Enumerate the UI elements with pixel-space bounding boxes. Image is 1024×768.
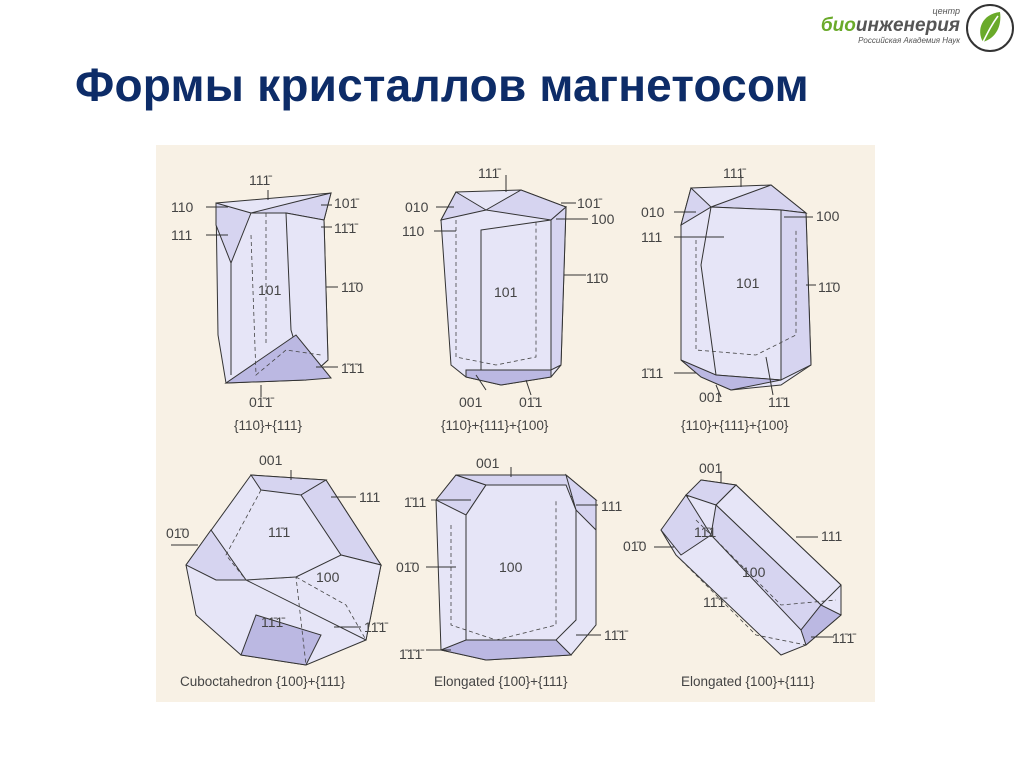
crystal-6-hidden-edges — [675, 554, 807, 646]
slide-title: Формы кристаллов магнетосом — [75, 59, 809, 111]
crystal-4-hidden-edges — [225, 489, 307, 666]
crystal-1 — [206, 190, 338, 397]
crystal-1-face-bottom — [224, 334, 332, 384]
crystal-3-label-l1: 010 — [641, 204, 665, 220]
crystal-2 — [434, 175, 588, 396]
crystal-6-label-top: 001 — [699, 460, 723, 476]
crystal-4-label-r2: 11̄1̄ — [364, 619, 388, 635]
crystal-3-face-bottom — [680, 359, 782, 391]
crystal-6-label-r2: 11̄1̄ — [832, 630, 856, 646]
crystal-1-hidden-edges — [250, 234, 322, 376]
crystal-3-label-l3: 1̄11 — [641, 365, 664, 381]
crystal-6-label-c3: 11̄1̄ — [703, 594, 727, 610]
crystal-3-label-r2: 11̄0 — [818, 279, 841, 295]
crystal-4-label-c1: 11̄1 — [268, 524, 291, 540]
logo-text: центр биоинженерия Российская Академия Н… — [821, 6, 960, 45]
crystal-2-label-center: 101 — [494, 284, 518, 300]
crystal-5-label-l2: 01̄0 — [396, 559, 420, 575]
crystal-6-hidden-edge-2 — [695, 519, 837, 606]
crystal-2-leader — [475, 374, 487, 391]
crystal-1-caption: {110}+{111} — [234, 418, 302, 433]
crystal-1-label-r3: 11̄0 — [341, 279, 364, 295]
logo-eng: инженерия — [855, 15, 960, 36]
crystal-6-label-c1: 11̄1 — [694, 524, 717, 540]
crystal-4-face-bottom — [240, 614, 322, 666]
crystal-4 — [171, 470, 383, 666]
crystal-3-caption: {110}+{111}+{100} — [681, 418, 789, 433]
crystal-2-caption: {110}+{111}+{100} — [441, 418, 549, 433]
crystal-6-label-r1: 111 — [821, 528, 842, 544]
crystal-2-label-top: 111̄ — [478, 165, 501, 181]
crystal-3-label-b2: 11̄1 — [768, 394, 791, 410]
crystal-5-caption: Elongated {100}+{111} — [434, 674, 568, 689]
crystal-5-face-bottom — [439, 639, 573, 661]
crystal-6-label-l1: 01̄0 — [623, 538, 647, 554]
crystal-5-face-100 — [465, 484, 577, 641]
crystal-5-face-right — [565, 473, 597, 532]
crystal-2-face-right — [550, 205, 567, 371]
crystal-4-caption: Cuboctahedron {100}+{111} — [180, 674, 346, 689]
crystal-1-label-l2: 111 — [171, 227, 192, 243]
crystal-3-leader — [765, 356, 774, 396]
crystal-2-face-010 — [440, 191, 488, 221]
crystal-4-hidden-edge-2 — [295, 576, 367, 641]
crystal-5-label-r2: 11̄1̄ — [604, 627, 628, 643]
crystal-3 — [674, 175, 816, 398]
crystal-5-label-l1: 1̄11 — [404, 494, 427, 510]
crystal-2-label-r3: 11̄0 — [586, 270, 609, 286]
crystal-2-label-r2: 100 — [591, 211, 615, 227]
crystal-3-label-l2: 111 — [641, 229, 662, 245]
crystal-3-label-r1: 100 — [816, 208, 840, 224]
crystal-figure: 111̄ 110 111 101̄ 11̄1̄ 101 11̄0 1̄1̄1 0… — [156, 145, 875, 702]
crystal-3-label-top: 111̄ — [723, 165, 746, 181]
crystal-5-label-r1: 111 — [601, 498, 622, 514]
crystal-2-label-l2: 110 — [402, 223, 425, 239]
crystal-3-label-center: 101 — [736, 275, 760, 291]
leaf-in-circle-icon — [966, 4, 1014, 52]
logo-bio: био — [820, 15, 856, 36]
crystal-2-label-r1: 101̄ — [577, 195, 602, 211]
crystal-3-hidden-edges — [695, 230, 797, 356]
crystal-5-label-top: 001 — [476, 455, 500, 471]
crystal-6-label-c2: 100 — [742, 564, 766, 580]
logo: центр биоинженерия Российская Академия Н… — [820, 2, 1020, 54]
crystal-5-label-l3: 1̄1̄1̄ — [399, 646, 424, 662]
crystal-4-label-c2: 100 — [316, 569, 340, 585]
crystal-6 — [654, 471, 842, 656]
crystal-1-label-r1: 101̄ — [334, 195, 359, 211]
crystal-6-caption: Elongated {100}+{111} — [681, 674, 815, 689]
crystal-1-label-r2: 11̄1̄ — [334, 220, 358, 236]
crystal-5-label-center: 100 — [499, 559, 523, 575]
crystal-6-face-end — [800, 604, 842, 646]
crystal-1-label-center: 101 — [258, 282, 282, 298]
crystal-1-label-bottom: 01̄1̄ — [249, 394, 274, 410]
logo-top-word: центр — [932, 6, 960, 16]
crystal-5 — [426, 467, 601, 661]
logo-subtitle: Российская Академия Наук — [858, 36, 960, 45]
crystal-3-label-b1: 001 — [699, 389, 723, 405]
crystal-4-label-c3: 11̄1̄ — [261, 614, 285, 630]
crystal-4-label-top: 001 — [259, 452, 283, 468]
crystal-drawings: 111̄ 110 111 101̄ 11̄1̄ 101 11̄0 1̄1̄1 0… — [166, 165, 856, 689]
crystal-4-label-r1: 111 — [359, 489, 380, 505]
crystal-4-label-l1: 01̄0 — [166, 525, 190, 541]
crystal-3-leader — [715, 384, 722, 398]
crystal-1-label-l1: 110 — [171, 199, 194, 215]
logo-name: биоинженерия — [821, 16, 960, 36]
crystal-1-label-r4: 1̄1̄1 — [341, 360, 365, 376]
crystal-1-label-top: 111̄ — [249, 172, 272, 188]
crystal-3-face-010 — [680, 187, 712, 227]
crystal-2-face-bottom — [465, 369, 552, 386]
crystal-2-leader — [525, 379, 532, 396]
crystal-2-label-b2: 01̄1 — [519, 394, 543, 410]
crystal-2-label-b1: 001 — [459, 394, 483, 410]
crystal-2-hidden-edges — [455, 220, 537, 366]
crystal-2-label-l1: 010 — [405, 199, 429, 215]
crystal-5-hidden-edges — [450, 500, 557, 641]
